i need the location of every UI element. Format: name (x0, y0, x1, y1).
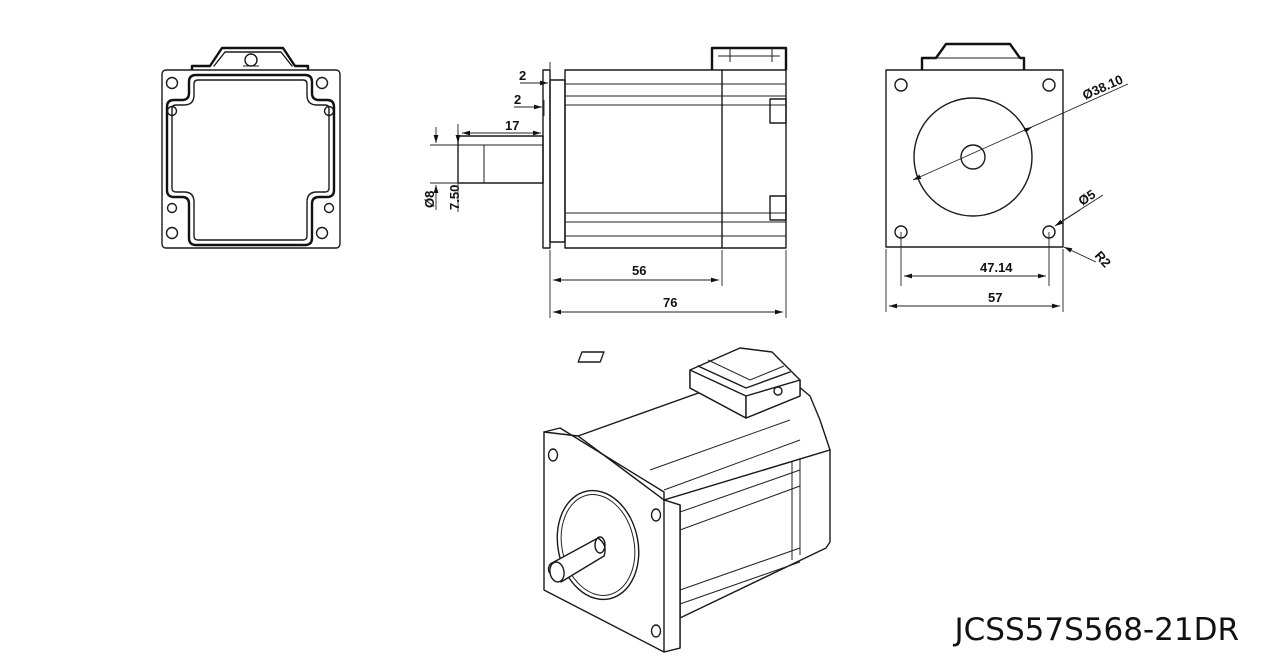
dim-pilot-diameter: Ø38.10 (1080, 72, 1125, 103)
model-number: JCSS57S568-21DR (954, 612, 1239, 648)
dim-shaft-flat: 7.50 (447, 185, 462, 210)
dim-flange-outer: 2 (519, 68, 526, 83)
rear-view (161, 46, 341, 249)
dim-hole-diameter: Ø5 (1075, 186, 1098, 208)
dim-shaft-diameter: Ø8 (422, 191, 437, 208)
dim-shaft-length: 17 (505, 118, 519, 133)
isometric-view (543, 347, 831, 653)
dim-hole-spacing: 47.14 (980, 260, 1013, 275)
dim-flange-width: 57 (988, 290, 1002, 305)
dim-flange-inner: 2 (514, 92, 521, 107)
dim-total-length: 76 (663, 295, 677, 310)
front-view: Ø38.10 Ø5 R2 47.14 57 (885, 42, 1129, 312)
dim-corner-radius: R2 (1092, 248, 1114, 270)
side-view: 2 2 17 Ø8 7.50 56 76 (422, 46, 788, 318)
dim-body-length: 56 (632, 263, 646, 278)
